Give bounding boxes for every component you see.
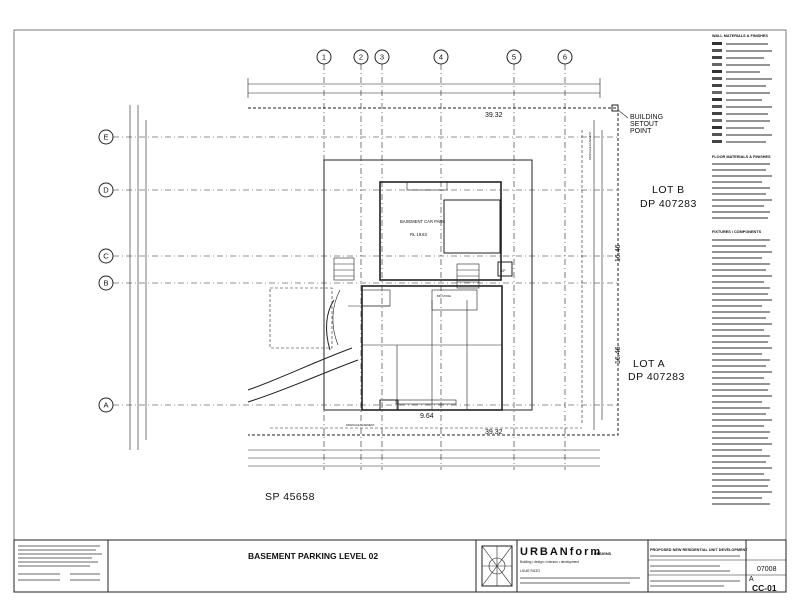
lot-a-dp: DP 407283: [628, 371, 685, 383]
setout-point-marker: [611, 104, 619, 112]
copyright-notes: [18, 545, 102, 581]
sp-label: SP 45658: [265, 491, 315, 503]
project-heading: PROPOSED NEW RESIDENTIAL UNIT DEVELOPMEN…: [650, 548, 748, 552]
title-block: BASEMENT PARKING LEVEL 02 URBANform DESI…: [13, 539, 787, 593]
principal-name: LOUIE RIZZO: [520, 569, 541, 573]
lot-b-dp: DP 407283: [640, 198, 697, 210]
lift-label: UP: [501, 269, 505, 273]
grid-rows: E D C B A: [98, 129, 620, 413]
ramp-curve-inner: [332, 289, 341, 346]
revision: A: [749, 576, 754, 583]
urbanform-logo: [481, 545, 513, 587]
setout-label-2: SETOUT: [630, 121, 659, 128]
storage-room: [443, 199, 501, 254]
room-rl: RL 19.63: [410, 232, 428, 237]
lot-a: LOT A: [633, 358, 665, 370]
sheet-number: CC-01: [752, 583, 777, 593]
grid-label-2: 2: [359, 53, 363, 62]
grid-label-c: C: [103, 252, 109, 261]
title-block-frame: [13, 539, 787, 593]
driveway-edge-2: [247, 359, 359, 403]
easement-right: DRAINAGE EASEMENT: [588, 131, 592, 160]
dim-bottom: 39.32: [485, 429, 503, 436]
grid-label-6: 6: [563, 53, 567, 62]
bin-store: [431, 289, 478, 311]
grid-label-1: 1: [322, 53, 326, 62]
dim-bottom-inner: 9.64: [420, 413, 434, 420]
building-walls: UP BIN STORE BASEMENT CAR PARK RL 19.63: [323, 159, 533, 411]
materials-legend: WALL MATERIALS & FINISHES: [712, 34, 772, 505]
grid-label-4: 4: [439, 53, 443, 62]
driveway-ramp: [247, 287, 359, 403]
driveway-edge-1: [247, 347, 353, 391]
legend-floor-heading: FLOOR MATERIALS & FINISHES: [712, 155, 771, 159]
grid-label-5: 5: [512, 53, 516, 62]
wall-legend-lines: [726, 43, 772, 143]
legend-wall-heading: WALL MATERIALS & FINISHES: [712, 34, 768, 38]
fixture-legend-lines: [712, 239, 772, 505]
floor-legend-lines: [712, 163, 772, 219]
site-boundary: BUILDING SETOUT POINT DRAINAGE EASEMENT …: [248, 104, 663, 436]
grid-label-b: B: [103, 279, 108, 288]
lot-labels: LOT B DP 407283 LOT A DP 407283 SP 45658: [265, 184, 697, 503]
basement-car-park-room: [379, 181, 502, 281]
job-number: 07008: [757, 566, 777, 573]
easement-bottom: DRAINAGE EASEMENT: [346, 423, 375, 427]
ramp-stair: [333, 257, 355, 281]
wall-segment: [406, 181, 448, 191]
drawing-title: BASEMENT PARKING LEVEL 02: [248, 551, 378, 561]
pit-marker: [379, 399, 399, 411]
wall-legend-swatches: [712, 42, 722, 143]
grid-label-3: 3: [380, 53, 384, 62]
drain-grate: [395, 399, 457, 405]
setout-label-3: POINT: [630, 128, 652, 135]
grid-label-e: E: [103, 133, 108, 142]
project-address: [650, 555, 740, 587]
bin-store-label: BIN STORE: [437, 294, 451, 298]
room-label: BASEMENT CAR PARK: [400, 219, 445, 224]
lot-b: LOT B: [652, 184, 685, 196]
brand-name: URBANform: [520, 546, 602, 558]
lift-core: [497, 261, 513, 277]
plant-room: [361, 289, 391, 307]
brand-tagline: Building • design • interiors • developm…: [520, 560, 579, 564]
setout-label-1: BUILDING: [630, 114, 663, 121]
grid-columns: 1 2 3 4 5 6: [316, 49, 573, 470]
ramp-zone: [269, 287, 333, 349]
brand-suffix: DESIGNS: [594, 552, 612, 556]
dim-top: 39.32: [485, 112, 503, 119]
grid-label-d: D: [103, 186, 109, 195]
legend-fixtures-heading: FIXTURES / COMPONENTS: [712, 230, 762, 234]
grid-label-a: A: [103, 401, 108, 410]
company-address: [520, 577, 640, 584]
dimension-lines: 39.32 39.32 16.46 16.46 9.64: [129, 78, 622, 467]
